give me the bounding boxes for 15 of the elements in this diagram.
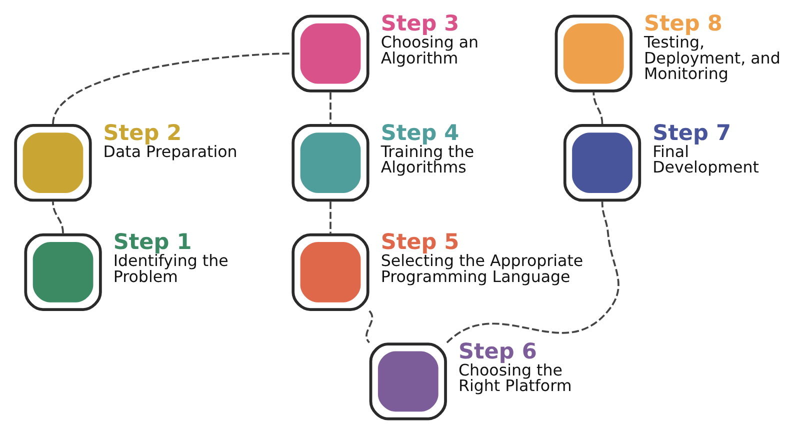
connector xyxy=(52,52,290,124)
node-label: Step 6 xyxy=(458,339,537,364)
connector xyxy=(52,202,64,234)
node-label: Step 7 xyxy=(652,120,731,146)
connector xyxy=(366,310,374,344)
connector xyxy=(592,92,604,124)
connector xyxy=(330,92,332,124)
node-label: Step 1 xyxy=(113,230,192,256)
connector xyxy=(330,202,332,234)
node-label: Step 3 xyxy=(380,12,460,37)
node-label: Step 8 xyxy=(644,12,722,37)
node-label: Step 5 xyxy=(380,230,460,256)
connector xyxy=(446,202,620,344)
node-label: Step 2 xyxy=(103,120,182,146)
node-label: Step 4 xyxy=(380,120,460,146)
